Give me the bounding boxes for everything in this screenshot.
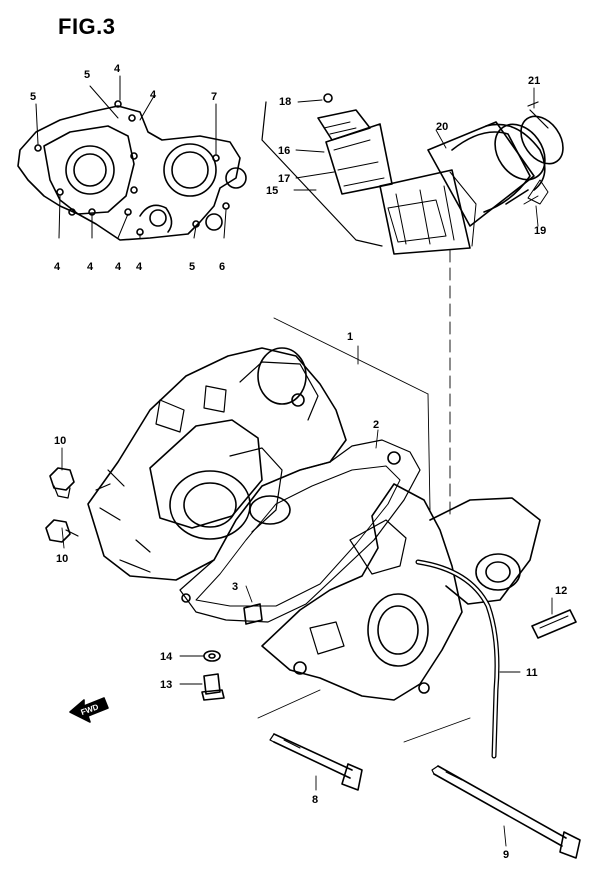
breather-hose [415,559,500,759]
label-part-4e: 4 [115,261,122,273]
hose-clip [531,609,577,639]
crankcase-right-half [261,483,541,701]
label-part-10a: 10 [54,435,66,447]
leader-lines [61,87,553,847]
label-part-12: 12 [555,585,567,597]
label-part-15: 15 [266,185,278,197]
drain-bolt [201,673,225,701]
label-part-14: 14 [160,651,173,663]
label-part-5a: 5 [30,91,36,103]
forward-arrow-icon: FWD [69,697,109,723]
crankcase-gasket [179,439,421,623]
label-part-2: 2 [373,419,379,431]
label-part-4f: 4 [136,261,143,273]
label-part-4a: 4 [114,63,121,75]
label-part-4b: 4 [150,89,157,101]
reed-valve-assembly [261,93,477,255]
label-part-4d: 4 [87,261,94,273]
figure-title: FIG.3 [58,14,116,39]
label-part-1: 1 [347,331,353,343]
label-part-8: 8 [312,794,318,806]
label-part-21: 21 [528,75,540,87]
label-part-3: 3 [232,581,238,593]
label-part-16: 16 [278,145,290,157]
label-part-17: 17 [278,173,290,185]
label-part-13: 13 [160,679,172,691]
dowel-pin [243,603,263,625]
bolt-short [269,733,363,791]
label-part-5c: 5 [189,261,195,273]
part-labels: 1 2 3 4 4 4 4 4 4 5 5 5 6 7 8 9 10 10 11… [30,63,567,861]
washer [203,650,221,662]
label-part-6: 6 [219,261,225,273]
nut-upper [49,467,75,499]
label-part-5b: 5 [84,69,90,81]
bolt-long [431,765,581,859]
label-part-4c: 4 [54,261,61,273]
nut-lower [45,519,79,543]
label-part-20: 20 [436,121,448,133]
label-part-19: 19 [534,225,546,237]
label-part-11: 11 [526,667,538,679]
intake-pipe-assembly [427,101,564,227]
label-part-18: 18 [279,96,291,108]
label-part-10b: 10 [56,553,68,565]
inset-crankcase-view [17,75,247,241]
crankcase-left-half [87,347,347,581]
label-part-7: 7 [211,91,217,103]
label-part-9: 9 [503,849,509,861]
